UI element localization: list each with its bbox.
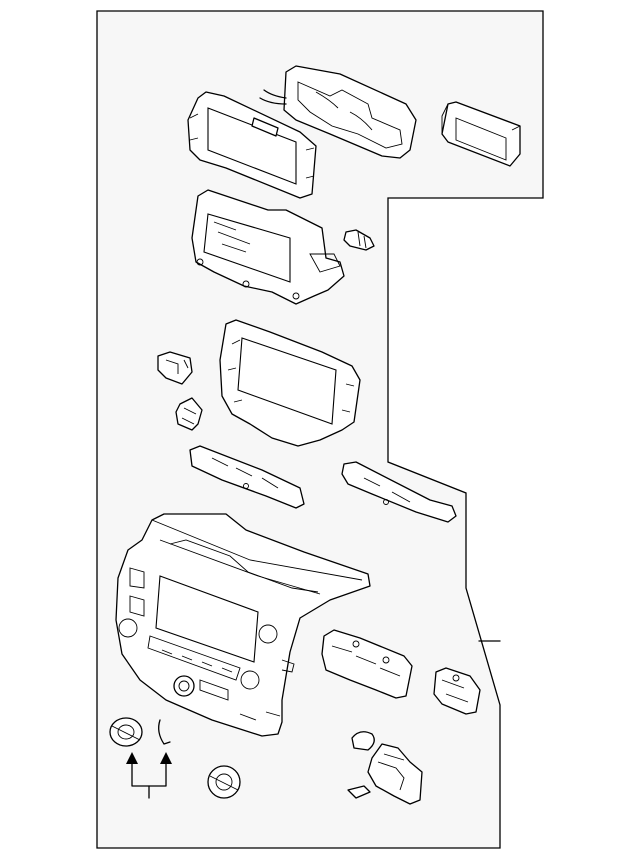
knob-clip bbox=[158, 719, 171, 745]
instrument-cluster-housing bbox=[259, 65, 417, 159]
small-cap bbox=[351, 731, 375, 751]
small-bracket bbox=[175, 397, 203, 431]
knob-left bbox=[109, 717, 143, 747]
hazard-switch-assembly bbox=[367, 743, 423, 805]
climate-control-switch bbox=[321, 629, 413, 699]
display-bracket bbox=[191, 189, 345, 305]
display-bezel bbox=[219, 319, 361, 447]
control-module bbox=[441, 101, 521, 167]
switch-unit bbox=[433, 667, 481, 715]
small-clip bbox=[347, 785, 371, 799]
knob-bottom bbox=[207, 765, 241, 799]
bulb-socket bbox=[343, 229, 375, 251]
connector-clip bbox=[157, 351, 193, 385]
left-mounting-bracket bbox=[189, 445, 305, 509]
right-mounting-bracket bbox=[341, 461, 457, 523]
center-panel-assembly bbox=[115, 513, 371, 737]
center-display-unit bbox=[187, 91, 317, 199]
callout-arrows bbox=[126, 752, 172, 799]
